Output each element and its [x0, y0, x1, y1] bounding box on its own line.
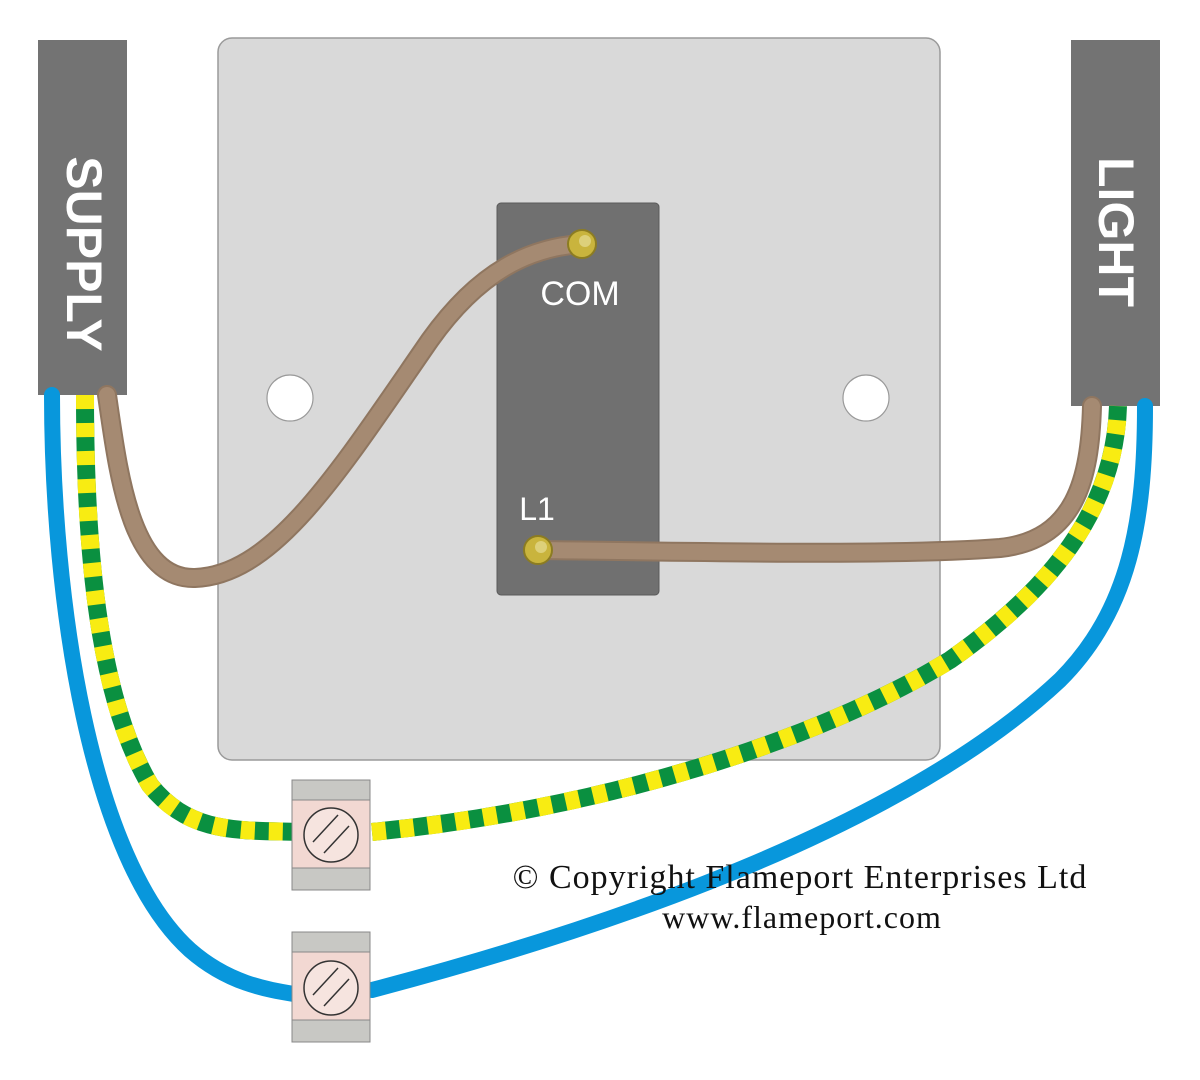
- l1-terminal-highlight: [535, 541, 547, 553]
- slotted-screw-icon: [303, 960, 359, 1016]
- brass-terminal-icon: [523, 535, 553, 565]
- slotted-screw-icon: [303, 807, 359, 863]
- neutral-connector-top-cap: [291, 931, 371, 955]
- fixing-hole-left: [266, 374, 314, 422]
- supply-live-wire-core: [99, 236, 588, 587]
- neutral-wire: [44, 387, 1153, 1003]
- com-terminal-highlight: [579, 235, 591, 247]
- switch-mechanism: [496, 202, 660, 596]
- supply-cable-sheath: [38, 40, 127, 395]
- website-line: www.flameport.com: [662, 899, 942, 935]
- l1-label: L1: [519, 491, 555, 527]
- earth-connector-top-cap: [291, 779, 371, 803]
- light-label: LIGHT: [1088, 157, 1144, 307]
- earth-wire-stripes: [76, 394, 1127, 841]
- earth-connector-bottom-cap: [291, 867, 371, 891]
- com-label: COM: [540, 275, 619, 313]
- neutral-connector-block: [291, 931, 371, 1043]
- light-cable-sheath: [1071, 40, 1160, 406]
- switched-live-wire-core: [532, 398, 1100, 561]
- neutral-connector-bottom-cap: [291, 1019, 371, 1043]
- copyright-line: © Copyright Flameport Enterprises Ltd: [513, 859, 1088, 896]
- supply-label: SUPPLY: [56, 156, 112, 351]
- fixing-hole-right: [842, 374, 890, 422]
- earth-connector-block: [291, 779, 371, 891]
- brass-terminal-icon: [567, 229, 597, 259]
